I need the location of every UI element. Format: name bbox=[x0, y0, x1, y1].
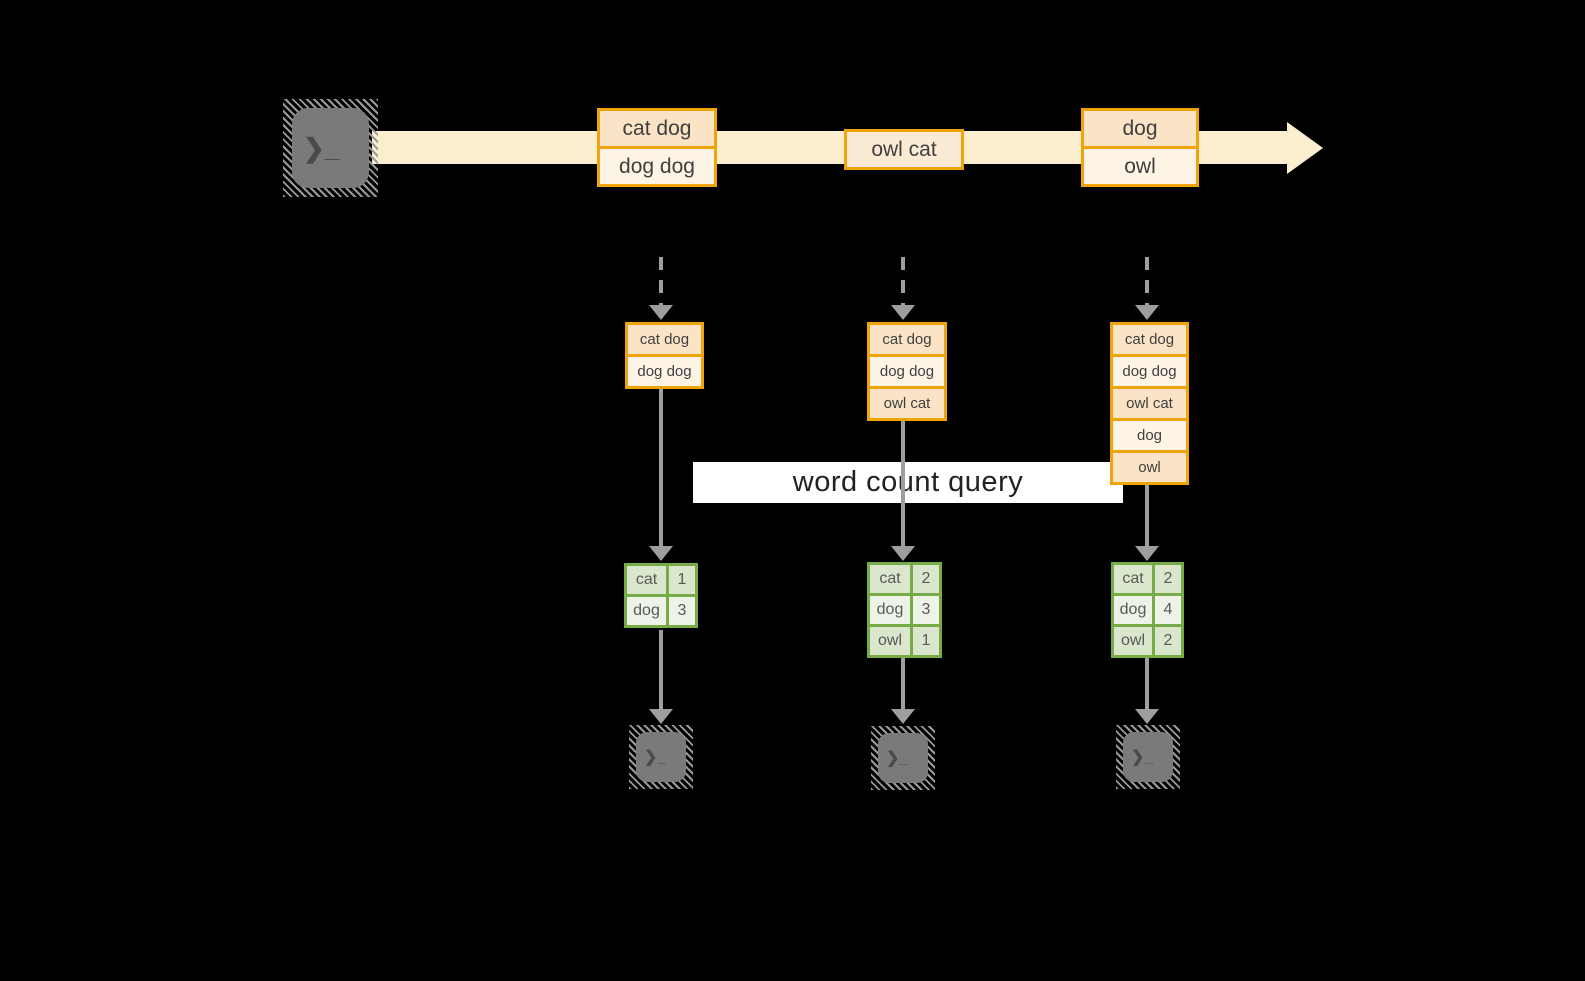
dashed-arrow-1 bbox=[648, 257, 674, 320]
event-record: dog bbox=[1084, 111, 1196, 146]
prompt-glyph: ❯_ bbox=[886, 750, 909, 767]
arrowhead-icon bbox=[649, 546, 673, 561]
arrowhead-icon bbox=[891, 305, 915, 320]
arrow-shaft bbox=[901, 257, 905, 305]
event-record: cat dog bbox=[600, 111, 714, 146]
event-record: owl cat bbox=[847, 132, 961, 167]
arrow-shaft bbox=[901, 658, 905, 709]
word-count-query-label: word count query bbox=[693, 462, 1123, 503]
prompt-glyph: ❯_ bbox=[1131, 749, 1154, 766]
count-table-2: cat 2 dog 3 owl 1 bbox=[867, 562, 942, 658]
count-word-cell: owl bbox=[1114, 627, 1152, 655]
count-value-cell: 2 bbox=[913, 565, 939, 593]
accumulated-state-box-3: cat dog dog dog owl cat dog owl bbox=[1110, 322, 1189, 485]
arrow-shaft bbox=[901, 417, 905, 546]
arrow-shaft bbox=[1145, 257, 1149, 305]
count-value-cell: 3 bbox=[669, 597, 695, 625]
prompt-glyph: ❯_ bbox=[303, 132, 340, 163]
terminal-prompt-icon: ❯_ bbox=[292, 108, 369, 188]
arrowhead-icon bbox=[1135, 305, 1159, 320]
count-value-cell: 2 bbox=[1155, 565, 1181, 593]
arrowhead-icon bbox=[891, 709, 915, 724]
sink-terminal-icon-2: ❯_ bbox=[871, 726, 935, 790]
count-word-cell: cat bbox=[1114, 565, 1152, 593]
stream-event-box-1: cat dog dog dog bbox=[597, 108, 717, 187]
dashed-arrow-3 bbox=[1134, 257, 1160, 320]
sink-terminal-icon-3: ❯_ bbox=[1116, 725, 1180, 789]
query-arrow-3 bbox=[1134, 482, 1160, 561]
stream-arrowhead-icon bbox=[1287, 122, 1323, 174]
count-table-3: cat 2 dog 4 owl 2 bbox=[1111, 562, 1184, 658]
state-record: dog dog bbox=[628, 354, 701, 386]
state-record: cat dog bbox=[1113, 325, 1186, 354]
state-record: cat dog bbox=[870, 325, 944, 354]
terminal-prompt-icon: ❯_ bbox=[878, 733, 928, 783]
state-record: dog dog bbox=[870, 354, 944, 386]
dashed-arrow-2 bbox=[890, 257, 916, 320]
arrowhead-icon bbox=[1135, 546, 1159, 561]
count-word-cell: dog bbox=[870, 596, 910, 624]
arrow-shaft bbox=[659, 387, 663, 546]
state-record: cat dog bbox=[628, 325, 701, 354]
arrow-shaft bbox=[659, 630, 663, 709]
stream-event-box-3: dog owl bbox=[1081, 108, 1199, 187]
arrowhead-icon bbox=[649, 709, 673, 724]
state-record: dog bbox=[1113, 418, 1186, 450]
event-record: dog dog bbox=[600, 146, 714, 184]
count-word-cell: cat bbox=[870, 565, 910, 593]
prompt-glyph: ❯_ bbox=[644, 749, 667, 766]
count-value-cell: 1 bbox=[669, 566, 695, 594]
state-record: owl bbox=[1113, 450, 1186, 482]
count-value-cell: 2 bbox=[1155, 627, 1181, 655]
count-value-cell: 4 bbox=[1155, 596, 1181, 624]
state-record: owl cat bbox=[1113, 386, 1186, 418]
source-terminal-icon: ❯_ bbox=[283, 99, 378, 197]
query-arrow-2 bbox=[890, 417, 916, 561]
sink-arrow-3 bbox=[1134, 658, 1160, 724]
terminal-prompt-icon: ❯_ bbox=[1123, 732, 1173, 782]
sink-terminal-icon-1: ❯_ bbox=[629, 725, 693, 789]
arrowhead-icon bbox=[649, 305, 673, 320]
state-record: dog dog bbox=[1113, 354, 1186, 386]
sink-arrow-2 bbox=[890, 658, 916, 724]
event-record: owl bbox=[1084, 146, 1196, 184]
count-table-1: cat 1 dog 3 bbox=[624, 563, 698, 628]
count-word-cell: owl bbox=[870, 627, 910, 655]
arrowhead-icon bbox=[891, 546, 915, 561]
state-record: owl cat bbox=[870, 386, 944, 418]
count-value-cell: 3 bbox=[913, 596, 939, 624]
accumulated-state-box-1: cat dog dog dog bbox=[625, 322, 704, 389]
arrow-shaft bbox=[1145, 658, 1149, 709]
count-word-cell: cat bbox=[627, 566, 666, 594]
arrow-shaft bbox=[659, 257, 663, 305]
count-word-cell: dog bbox=[627, 597, 666, 625]
terminal-prompt-icon: ❯_ bbox=[636, 732, 686, 782]
stream-event-box-2: owl cat bbox=[844, 129, 964, 170]
count-value-cell: 1 bbox=[913, 627, 939, 655]
query-arrow-1 bbox=[648, 387, 674, 561]
sink-arrow-1 bbox=[648, 630, 674, 724]
count-word-cell: dog bbox=[1114, 596, 1152, 624]
arrow-shaft bbox=[1145, 482, 1149, 546]
arrowhead-icon bbox=[1135, 709, 1159, 724]
accumulated-state-box-2: cat dog dog dog owl cat bbox=[867, 322, 947, 421]
